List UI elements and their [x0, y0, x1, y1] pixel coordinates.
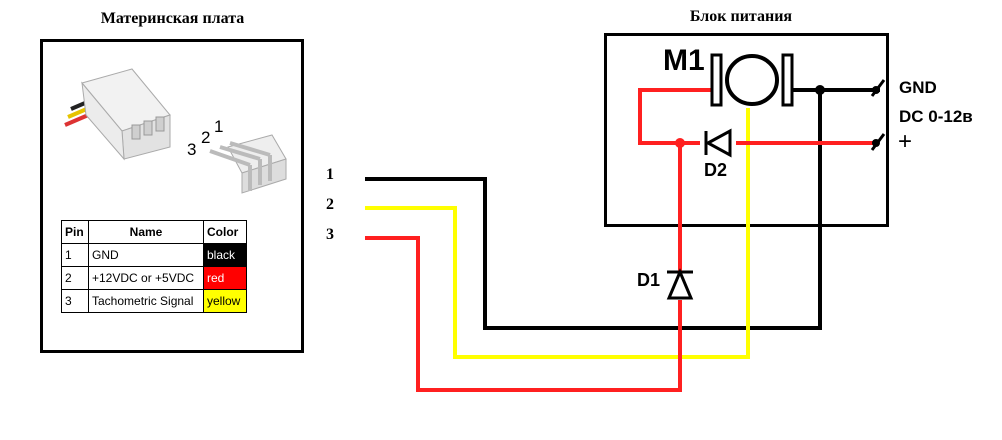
wire-red-power [365, 236, 682, 392]
wire-red-motor-loop [638, 88, 876, 145]
fan-connector-illustration [64, 68, 287, 194]
connector-number-3: 3 [187, 140, 197, 159]
junction-dot [675, 138, 685, 148]
table-row: 3 Tachometric Signal yellow [61, 289, 247, 313]
wire-label-3: 3 [326, 226, 334, 243]
cell-name: GND [88, 243, 204, 267]
wire-yellow-tach [365, 108, 750, 359]
diode-d2-label: D2 [704, 160, 728, 180]
wire-black-gnd [365, 90, 822, 330]
pinout-table: Pin Name Color 1 GND black 2 +12VDC or +… [61, 220, 247, 313]
dc-voltage-label: DC 0-12в [899, 107, 973, 126]
diode-d2-symbol [700, 128, 736, 158]
cell-color: black [203, 243, 247, 267]
cell-pin: 2 [61, 266, 89, 290]
motherboard-title: Материнская плата [100, 10, 245, 27]
table-header-color: Color [203, 220, 247, 244]
cell-name: Tachometric Signal [88, 289, 204, 313]
power-supply-title: Блок питания [689, 8, 793, 25]
cell-pin: 3 [61, 289, 89, 313]
gnd-label: GND [899, 78, 937, 97]
table-header-name: Name [88, 220, 204, 244]
cell-color: red [203, 266, 247, 290]
wire-label-1: 1 [326, 166, 334, 183]
motherboard-box [40, 39, 304, 353]
motor-m1-symbol [710, 53, 794, 107]
diode-d1-symbol [666, 268, 694, 300]
connector-number-2: 2 [201, 128, 211, 147]
table-header-pin: Pin [61, 220, 89, 244]
diode-d1-label: D1 [637, 270, 661, 290]
connector-number-1: 1 [214, 117, 224, 136]
plus-label: + [898, 128, 913, 155]
cell-color: yellow [203, 289, 247, 313]
motor-label: M1 [663, 44, 705, 77]
wire-label-2: 2 [326, 196, 334, 213]
junction-dot [815, 85, 825, 95]
table-row: 1 GND black [61, 243, 247, 267]
